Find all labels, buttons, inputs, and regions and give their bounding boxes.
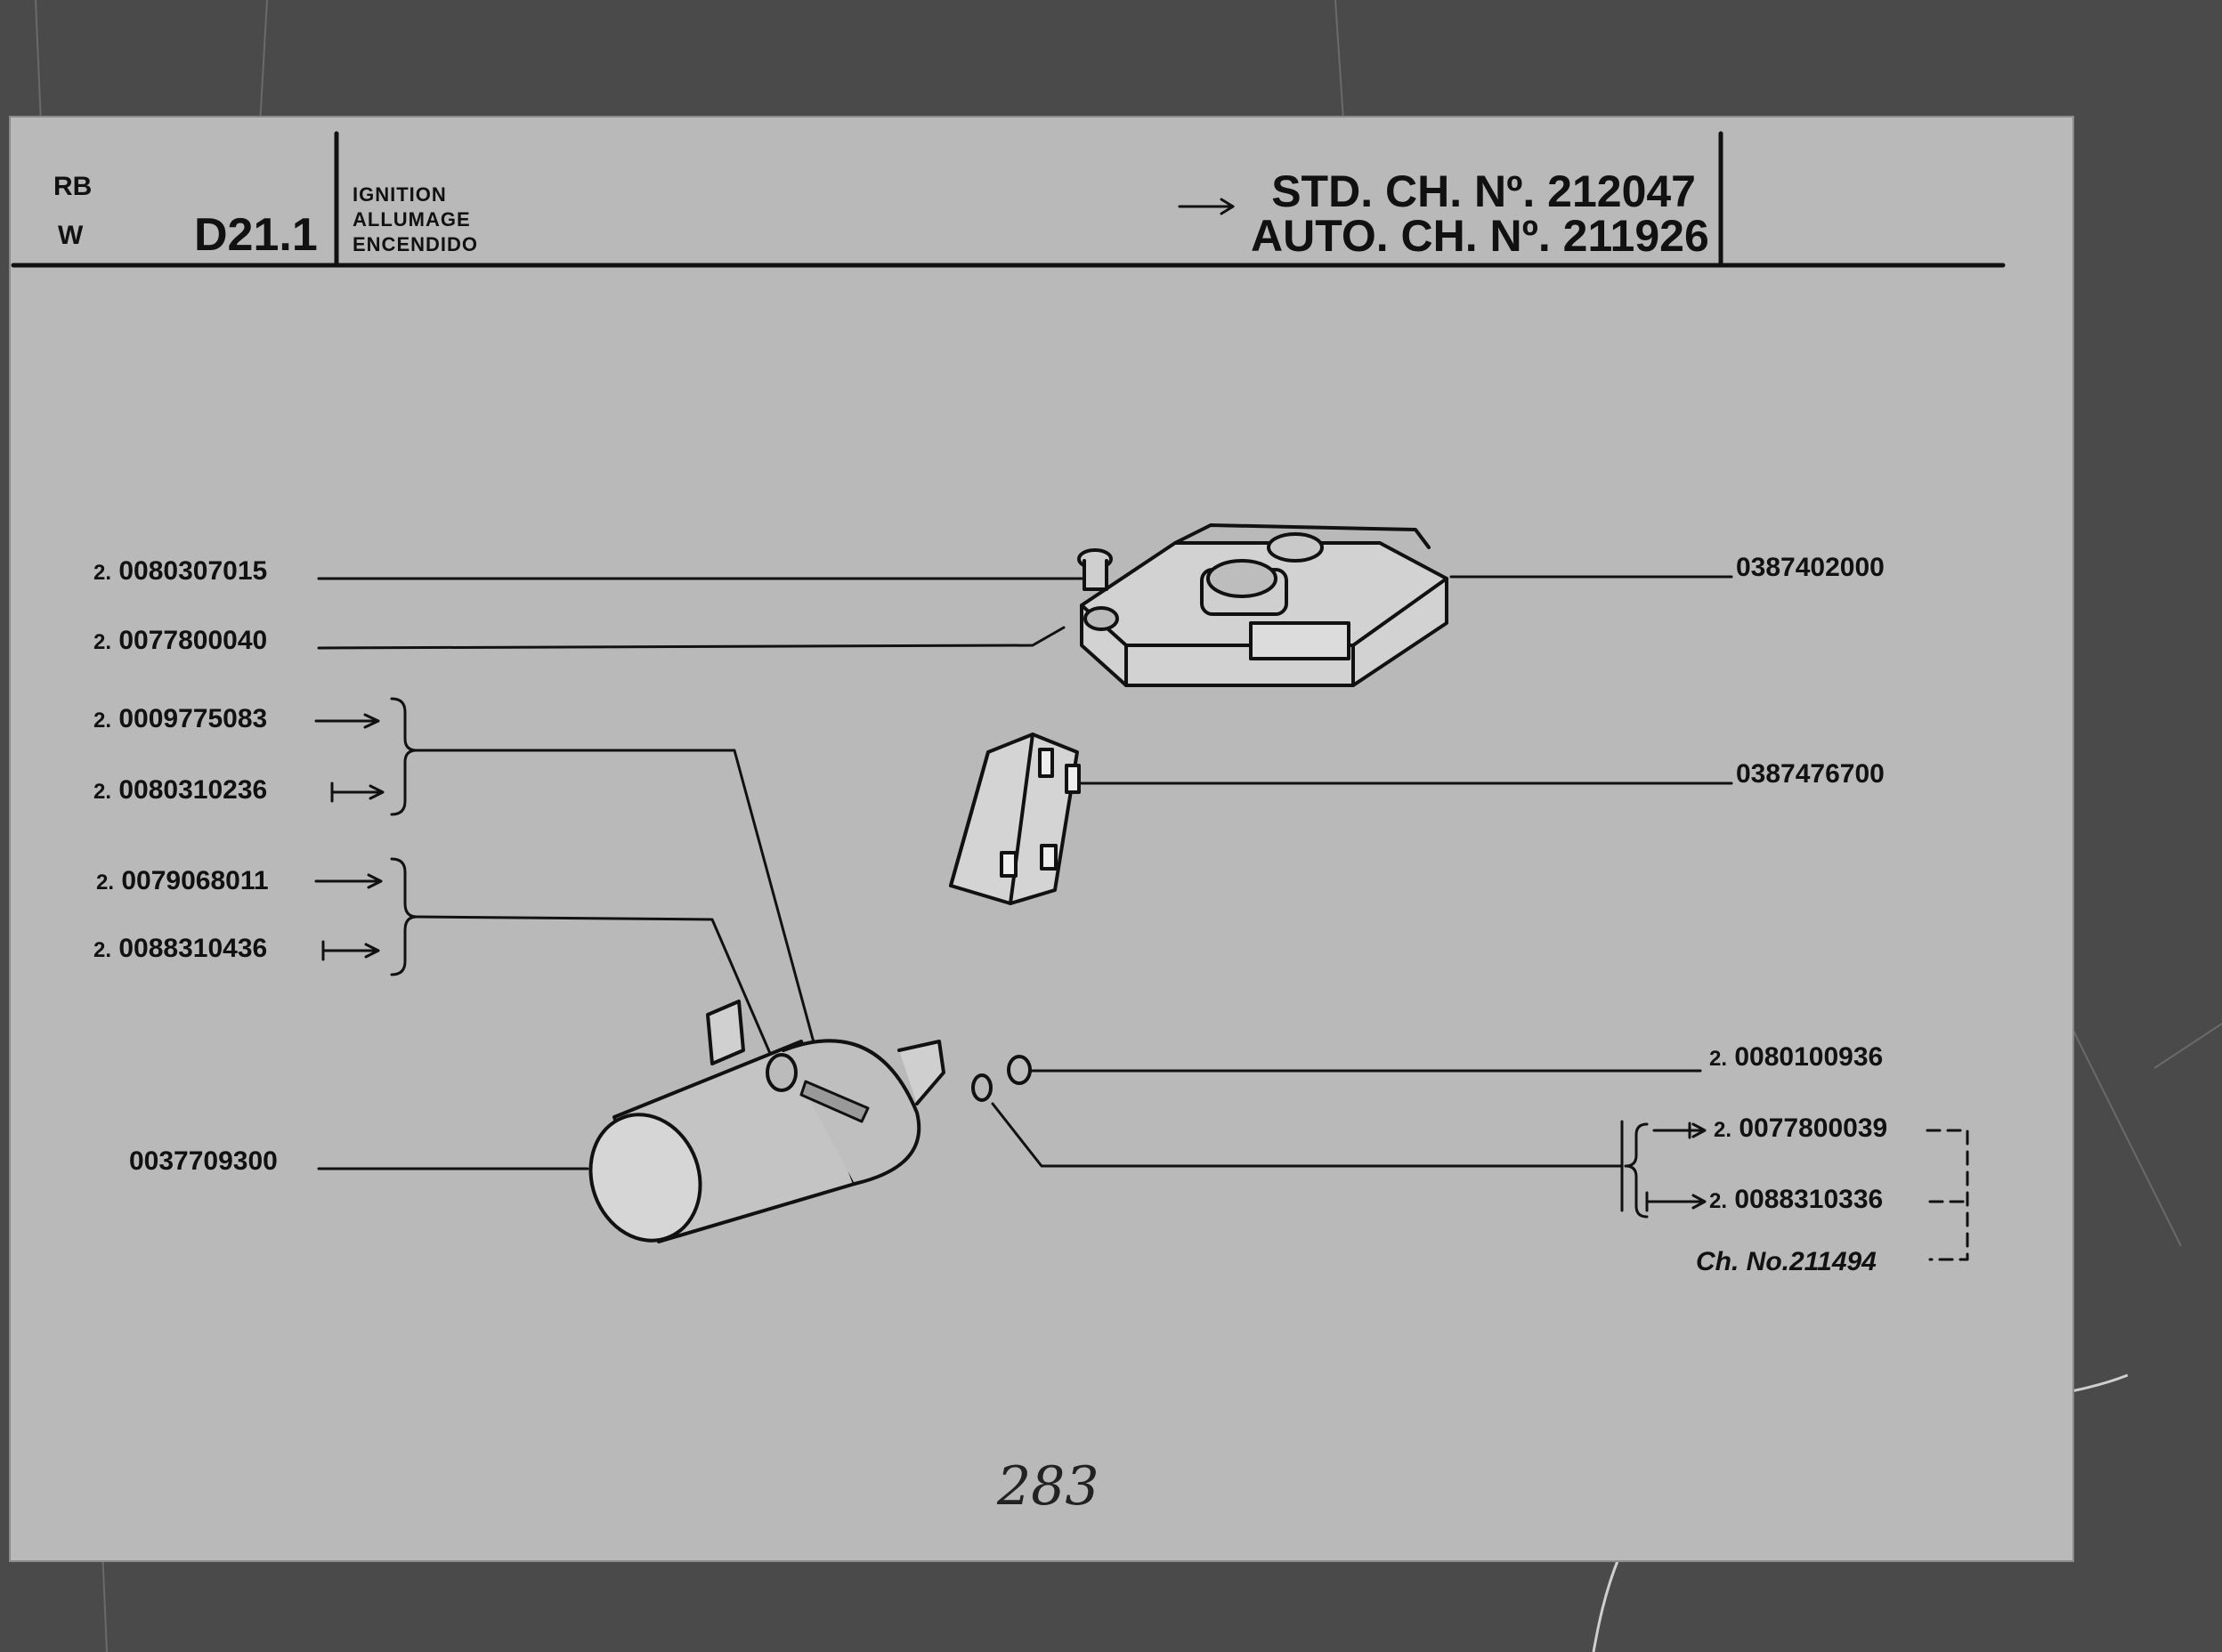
std-chassis-number: STD. CH. Nº. 212047 [1271, 166, 1696, 216]
part-label: 2. 0088310436 [93, 934, 268, 963]
part-label: 2. 0009775083 [93, 704, 268, 733]
part-label: 2. 0079068011 [96, 866, 269, 895]
part-label: 0037709300 [129, 1146, 278, 1176]
page-number: 283 [997, 1455, 1099, 1518]
module-screw-part [1077, 548, 1113, 591]
variant-code-rb: RB [53, 172, 93, 201]
title-spanish: ENCENDIDO [353, 233, 479, 255]
part-label: 2. 0080310236 [93, 775, 268, 805]
nut-part [1007, 1055, 1032, 1085]
chassis-note: Ch. No.211494 [1696, 1247, 1877, 1276]
part-label: 2. 0080100936 [1709, 1042, 1884, 1072]
part-label: 2. 0080307015 [93, 556, 268, 586]
coil-stud-part [799, 1080, 870, 1123]
part-label: 2. 0088310336 [1709, 1185, 1884, 1214]
ignition-module-part [1080, 523, 1448, 687]
variant-code-w: W [58, 221, 84, 250]
part-label: 2. 0077800040 [93, 626, 268, 655]
auto-chassis-number: AUTO. CH. Nº. 211926 [1251, 211, 1709, 261]
washer-part [971, 1073, 993, 1102]
effective-from-arrow [1178, 198, 1235, 215]
ignition-coil-part [588, 1000, 945, 1243]
group-code: D21.1 [194, 209, 318, 261]
part-label: 0387402000 [1736, 553, 1885, 582]
title-english: IGNITION [353, 183, 447, 206]
part-label: 0387476700 [1736, 759, 1885, 789]
connector-block-part [949, 733, 1081, 905]
part-label: 2. 0077800039 [1714, 1113, 1888, 1143]
title-french: ALLUMAGE [353, 208, 471, 231]
